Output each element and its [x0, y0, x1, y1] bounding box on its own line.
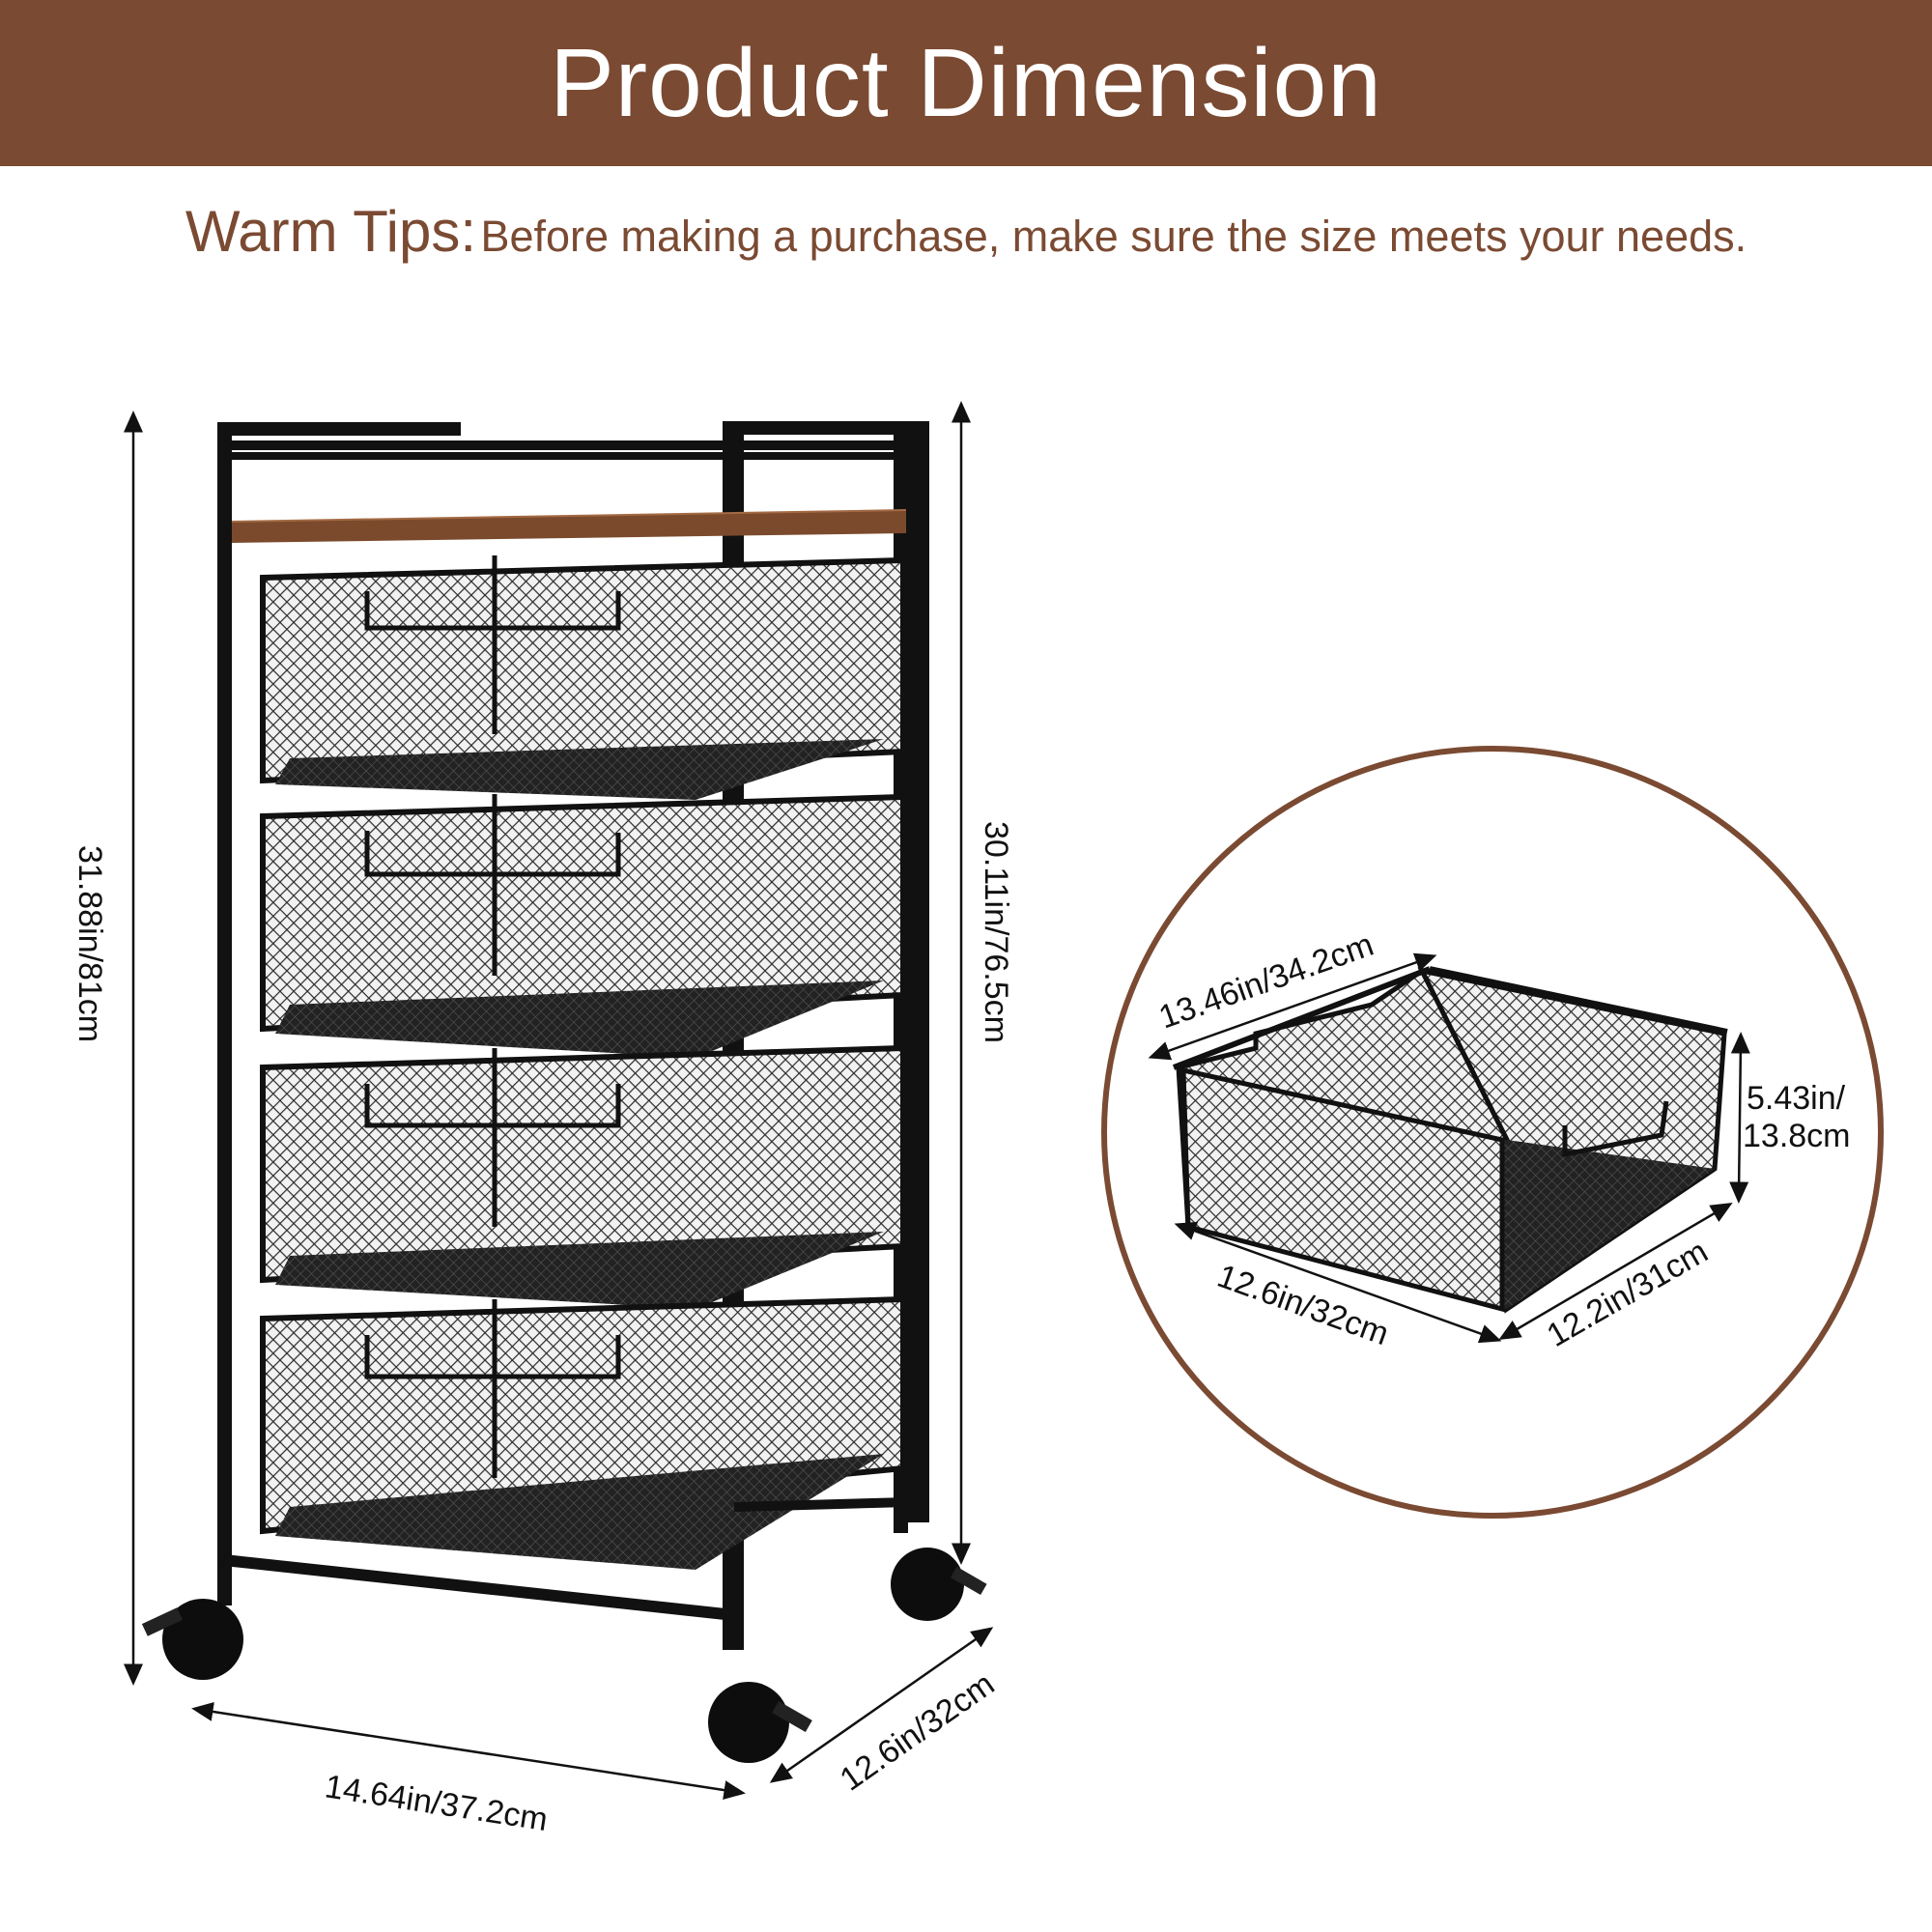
warm-tips: Warm Tips: Before making a purchase, mak… [0, 198, 1932, 265]
body-height-label: 30.11in/76.5cm [978, 821, 1014, 1043]
basket-detail: 13.46in/34.2cm 5.43in/ 13.8cm 12.6in/32c… [1101, 746, 1884, 1519]
depth-dimension-line [769, 1627, 994, 1783]
warm-tips-text: Before making a purchase, make sure the … [480, 212, 1747, 261]
wood-top-shelf [232, 510, 906, 543]
storage-cart: 31.88in/81cm 30.11in/76.5cm 14.64in/37.2… [71, 401, 1014, 1838]
basket-top-width-dimension-line [1148, 952, 1437, 1061]
cart-drawer-1 [260, 555, 906, 800]
cart-drawer-3 [260, 1044, 906, 1309]
wheel-back-left [141, 1599, 243, 1680]
basket-height-dimension-line [1729, 1032, 1750, 1204]
cart-back-post-left [217, 422, 232, 1605]
overall-height-label: 31.88in/81cm [71, 845, 108, 1042]
width-label: 14.64in/37.2cm [323, 1768, 551, 1838]
header-bar: Product Dimension [0, 0, 1932, 166]
wheel-front-left [708, 1682, 812, 1763]
width-dimension-line [191, 1702, 746, 1800]
cart-drawer-4 [260, 1295, 906, 1570]
basket-depth-dimension-line [1498, 1202, 1733, 1341]
basket-height-label-line1: 5.43in/ [1747, 1080, 1846, 1117]
basket-height-label-line2: 13.8cm [1743, 1118, 1851, 1154]
wheel-back-right [891, 1548, 987, 1621]
cart-drawer-2 [260, 793, 906, 1058]
cart-front-post-right [908, 421, 929, 1522]
warm-tips-label: Warm Tips: [185, 199, 476, 264]
depth-label: 12.6in/32cm [834, 1665, 1002, 1798]
basket-length-dimension-line [1174, 1221, 1502, 1344]
page-title: Product Dimension [550, 28, 1382, 137]
